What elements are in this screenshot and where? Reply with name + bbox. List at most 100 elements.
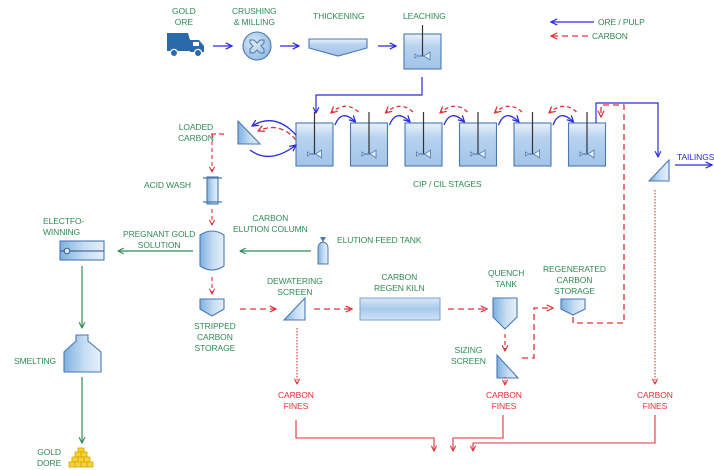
flow-cip1-to-loaded-screen bbox=[252, 121, 297, 136]
flow-screen-return-to-cip1 bbox=[249, 145, 296, 157]
label-line: CARBON bbox=[486, 390, 522, 400]
flow-carbon-backward bbox=[495, 105, 523, 113]
label-line: CARBON bbox=[178, 133, 214, 143]
furnace-icon bbox=[63, 334, 102, 373]
label-smelting: SMELTING bbox=[14, 356, 57, 366]
label-line: STRIPPED bbox=[194, 321, 236, 331]
flow-fines-3-collect bbox=[473, 415, 656, 451]
impeller-icon bbox=[307, 149, 322, 159]
label-line: STORAGE bbox=[554, 286, 595, 296]
flow-pulp-forward bbox=[443, 115, 465, 126]
label-acid-wash: ACID WASH bbox=[144, 180, 191, 190]
label-line: WINNING bbox=[43, 227, 81, 237]
impeller-icon bbox=[525, 149, 540, 159]
label-line: DEWATERING bbox=[267, 276, 323, 286]
flow-pulp-forward bbox=[334, 115, 356, 126]
impeller-icon bbox=[470, 149, 486, 159]
label-tailings: TAILINGS bbox=[677, 152, 714, 162]
acid-wash-column-icon bbox=[203, 176, 222, 205]
dewatering-screen-icon bbox=[282, 296, 306, 321]
flow-carbon-backward bbox=[440, 105, 468, 113]
label-line: PREGNANT GOLD bbox=[123, 229, 196, 239]
flow-cip-to-tailings bbox=[595, 102, 658, 157]
leaching-tank-icon bbox=[403, 25, 442, 70]
label-line: CARBON bbox=[278, 390, 314, 400]
loaded-carbon-screen-icon bbox=[237, 119, 262, 145]
gold-bars-icon bbox=[68, 447, 94, 468]
flow-carbon-backward bbox=[386, 105, 414, 113]
regen-kiln-icon bbox=[359, 297, 441, 321]
flow-leach-to-cip bbox=[316, 77, 423, 113]
flow-carbon-backward bbox=[549, 105, 577, 113]
impeller-icon bbox=[416, 149, 431, 159]
label-line: CARBON bbox=[556, 275, 593, 285]
electrowinning-cell-icon bbox=[59, 240, 105, 261]
legend-ore-pulp-label: ORE / PULP bbox=[598, 17, 645, 27]
label-line: REGENERATED bbox=[543, 264, 606, 274]
label-electrowinning: ELECTFO-WINNING bbox=[43, 216, 84, 238]
legend-carbon-label: CARBON bbox=[592, 31, 628, 41]
label-line: ELUTION COLUMN bbox=[233, 224, 308, 234]
label-line: FINES bbox=[491, 401, 517, 411]
label-thickening: THICKENING bbox=[313, 11, 365, 21]
impeller-icon bbox=[579, 149, 595, 159]
flow-sizing-to-regen-storage bbox=[522, 308, 553, 359]
label-elution-feed-tank: ELUTION FEED TANK bbox=[337, 235, 422, 245]
impeller-icon bbox=[361, 149, 377, 159]
flow-fines-1-collect bbox=[295, 420, 434, 451]
label-line: CARBON bbox=[637, 390, 673, 400]
label-line: CRUSHING bbox=[232, 6, 277, 16]
regen-storage-hopper-icon bbox=[560, 298, 586, 316]
flow-regen-carbon-return bbox=[572, 104, 625, 324]
label-line: DORE bbox=[37, 458, 62, 468]
flow-fines-2-collect bbox=[453, 415, 504, 451]
thickener-icon bbox=[308, 38, 368, 57]
label-line: FINES bbox=[283, 401, 309, 411]
flow-pulp-forward bbox=[552, 115, 574, 126]
cip-tank-train bbox=[295, 105, 607, 167]
tailings-screen-icon bbox=[647, 158, 670, 182]
label-line: ORE bbox=[174, 17, 193, 27]
label-line: GOLD bbox=[172, 6, 196, 16]
label-line: STORAGE bbox=[194, 343, 236, 353]
label-line: TANK bbox=[495, 279, 517, 289]
mill-icon bbox=[242, 31, 272, 61]
label-line: SOLUTION bbox=[137, 240, 181, 250]
label-line: FINES bbox=[642, 401, 668, 411]
flow-carbon-cip1-to-screen bbox=[258, 128, 297, 141]
elution-feed-tank-icon bbox=[317, 237, 329, 265]
label-crushing-milling: CRUSHING& MILLING bbox=[232, 6, 277, 28]
label-line: SIZING bbox=[454, 345, 483, 355]
flow-pulp-forward bbox=[388, 115, 411, 126]
label-line: REGEN KILN bbox=[374, 283, 425, 293]
dump-truck-icon bbox=[167, 33, 204, 58]
quench-tank-hopper-icon bbox=[492, 297, 518, 330]
label-line: SCREEN bbox=[277, 287, 313, 297]
label-line: GOLD bbox=[37, 447, 61, 457]
label-line: SCREEN bbox=[451, 356, 486, 366]
label-line: CARBON bbox=[196, 332, 233, 342]
flow-carbon-backward bbox=[331, 105, 359, 113]
legend bbox=[551, 22, 594, 36]
label-line: & MILLING bbox=[233, 17, 275, 27]
flow-pulp-forward bbox=[497, 115, 520, 126]
label-line: LOADED bbox=[178, 122, 214, 132]
label-line: CARBON bbox=[252, 213, 289, 223]
label-line: CARBON bbox=[381, 272, 418, 282]
label-line: ELECTFO- bbox=[43, 216, 85, 226]
label-leaching: LEACHING bbox=[403, 11, 446, 21]
